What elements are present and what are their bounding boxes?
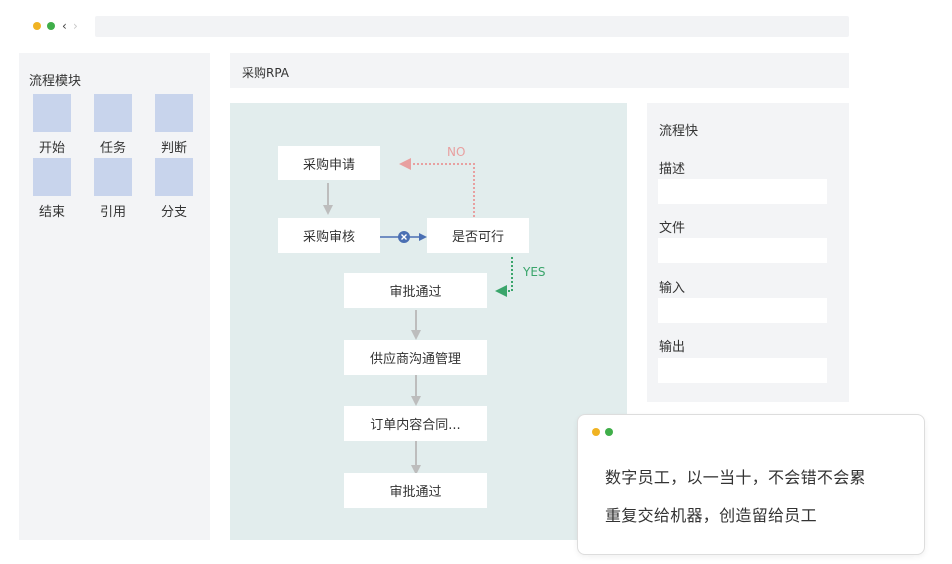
flow-node-order-contract[interactable]: 订单内容合同... bbox=[344, 406, 487, 441]
flow-node-final-approved[interactable]: 审批通过 bbox=[344, 473, 487, 508]
flow-canvas[interactable]: NO YES 采购申请 采购审核 是否可行 审批通过 供应商沟通管理 订单内容合… bbox=[230, 103, 627, 540]
properties-title: 流程快 bbox=[659, 124, 699, 139]
process-title: 采购RPA bbox=[242, 66, 290, 80]
no-label: NO bbox=[447, 145, 466, 159]
input-field[interactable] bbox=[658, 298, 827, 323]
address-bar[interactable] bbox=[95, 16, 849, 37]
module-tile-branch[interactable] bbox=[155, 158, 193, 196]
slogan-line-1: 数字员工，以一当十，不会错不会累 bbox=[605, 468, 866, 487]
output-label: 输出 bbox=[659, 340, 686, 355]
window-dot-green[interactable] bbox=[47, 22, 55, 30]
card-dot-green[interactable] bbox=[605, 428, 613, 436]
module-tile-start[interactable] bbox=[33, 94, 71, 132]
description-label: 描述 bbox=[659, 162, 686, 177]
flow-node-purchase-request[interactable]: 采购申请 bbox=[278, 146, 380, 180]
file-label: 文件 bbox=[659, 221, 686, 236]
slogan-card: 数字员工，以一当十，不会错不会累 重复交给机器，创造留给员工 bbox=[577, 414, 925, 555]
arrow-no-return bbox=[399, 158, 475, 217]
flow-node-purchase-review[interactable]: 采购审核 bbox=[278, 218, 380, 253]
flow-node-supplier-management[interactable]: 供应商沟通管理 bbox=[344, 340, 487, 375]
flow-node-feasibility[interactable]: 是否可行 bbox=[427, 218, 529, 253]
flow-node-approved[interactable]: 审批通过 bbox=[344, 273, 487, 308]
module-label-branch: 分支 bbox=[160, 205, 187, 220]
back-icon[interactable]: ‹ bbox=[62, 19, 67, 33]
module-label-decision: 判断 bbox=[160, 141, 187, 156]
flow-connectors bbox=[323, 158, 513, 475]
module-tile-reference[interactable] bbox=[94, 158, 132, 196]
module-tile-end[interactable] bbox=[33, 158, 71, 196]
card-dot-yellow[interactable] bbox=[592, 428, 600, 436]
module-label-reference: 引用 bbox=[99, 205, 126, 220]
input-label: 输入 bbox=[659, 281, 686, 296]
output-field[interactable] bbox=[658, 358, 827, 383]
module-label-task: 任务 bbox=[99, 141, 126, 156]
file-input[interactable] bbox=[658, 238, 827, 263]
module-label-start: 开始 bbox=[38, 141, 65, 156]
module-palette: 流程模块 开始 任务 判断 结束 引用 分支 bbox=[19, 53, 210, 540]
window-dot-yellow[interactable] bbox=[33, 22, 41, 30]
properties-panel: 流程快 描述 文件 输入 输出 bbox=[647, 103, 849, 402]
module-tile-decision[interactable] bbox=[155, 94, 193, 132]
module-label-end: 结束 bbox=[38, 205, 65, 220]
module-tile-task[interactable] bbox=[94, 94, 132, 132]
slogan-line-2: 重复交给机器，创造留给员工 bbox=[605, 506, 817, 525]
process-header: 采购RPA bbox=[230, 53, 849, 88]
description-input[interactable] bbox=[658, 179, 827, 204]
palette-title: 流程模块 bbox=[29, 74, 82, 89]
yes-label: YES bbox=[523, 265, 546, 279]
forward-icon[interactable]: › bbox=[73, 19, 78, 33]
arrow-yes bbox=[495, 257, 513, 297]
